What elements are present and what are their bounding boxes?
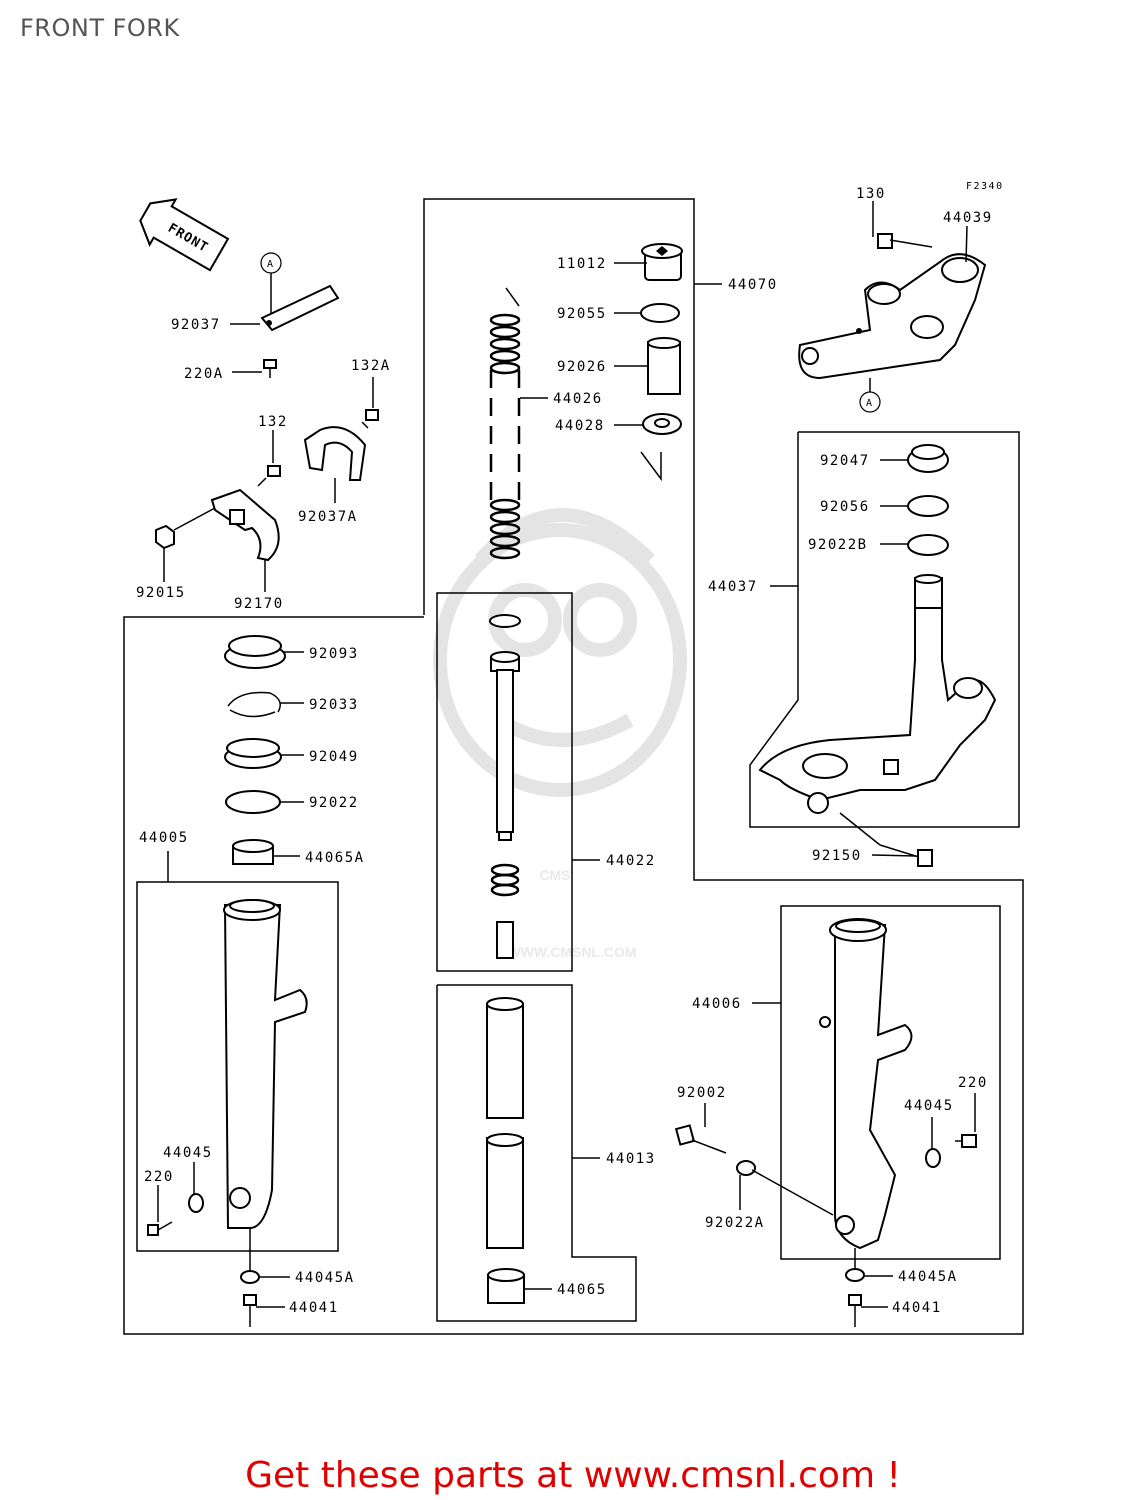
washer-92022a-icon — [736, 1160, 756, 1176]
damper-rod-icon — [489, 614, 521, 959]
ref-mark-a-right: A — [859, 391, 881, 413]
figure-code: F2340 — [966, 181, 1004, 192]
part-label-92033: 92033 — [309, 697, 359, 713]
front-direction-arrow-icon: FRONT — [139, 198, 230, 272]
fork-spring-icon — [489, 313, 521, 560]
part-labels: 130 44039 11012 44070 92055 92026 44026 … — [136, 186, 993, 1316]
stopper-ring-icon — [227, 691, 281, 718]
part-label-44065a: 44065A — [305, 850, 365, 866]
part-label-92015: 92015 — [136, 585, 186, 601]
part-label-92037a: 92037A — [298, 509, 358, 525]
bolt-44041-left-icon — [243, 1294, 257, 1327]
watermark-mascot-icon — [433, 508, 687, 797]
part-label-44005: 44005 — [139, 830, 189, 846]
part-label-132a: 132A — [351, 358, 391, 374]
part-label-132: 132 — [258, 414, 288, 430]
group-box-steering-stem — [749, 431, 1020, 828]
group-box-right-outer-tube — [780, 905, 1001, 1260]
group-box-inner-tube — [436, 984, 637, 1322]
fork-cap-bolt-icon — [641, 243, 683, 281]
watermark: CMS WWW.CMSNL.COM — [433, 508, 687, 960]
part-label-92002: 92002 — [677, 1085, 727, 1101]
stem-bearing-icon — [907, 534, 949, 556]
screw-132a-icon — [361, 409, 379, 429]
right-outer-tube-icon — [819, 918, 913, 1250]
part-label-92049: 92049 — [309, 749, 359, 765]
front-fork-exploded-diagram: CMS WWW.CMSNL.COM FRONT F2340 A — [123, 181, 1024, 1335]
leader-lines — [167, 262, 917, 1308]
inner-tube-icon — [486, 997, 524, 1249]
svg-text:A: A — [866, 398, 874, 409]
part-label-44041-right: 44041 — [892, 1300, 942, 1316]
dust-seal-icon — [224, 635, 286, 669]
part-label-44022: 44022 — [606, 853, 656, 869]
group-outline-main — [123, 198, 1024, 1335]
left-outer-tube-icon — [223, 899, 308, 1229]
part-label-44006: 44006 — [692, 996, 742, 1012]
part-label-92022a: 92022A — [705, 1215, 765, 1231]
washer-44045-right-icon — [925, 1148, 941, 1168]
bracket-92037-icon — [260, 284, 340, 332]
part-label-220-right: 220 — [958, 1075, 988, 1091]
part-label-130: 130 — [856, 186, 886, 202]
part-label-44045a-left: 44045A — [295, 1270, 355, 1286]
spring-seat-icon — [642, 413, 682, 435]
clamp-92170-icon — [210, 488, 280, 562]
watermark-logo: CMS — [539, 867, 570, 883]
part-label-92026: 92026 — [557, 359, 607, 375]
oil-seal-icon — [224, 738, 282, 769]
group-box-damper-rod — [436, 592, 573, 972]
part-label-92022b: 92022B — [808, 537, 868, 553]
clamp-92037a-icon — [303, 426, 367, 481]
screw-220-right-icon — [955, 1134, 977, 1148]
part-label-220-left: 220 — [144, 1169, 174, 1185]
part-label-44028: 44028 — [555, 418, 605, 434]
part-label-44037: 44037 — [708, 579, 758, 595]
part-label-44070: 44070 — [728, 277, 778, 293]
footer-promo-link[interactable]: Get these parts at www.cmsnl.com ! — [245, 1455, 901, 1496]
part-label-92055: 92055 — [557, 306, 607, 322]
part-label-92022: 92022 — [309, 795, 359, 811]
nut-92015-icon — [155, 507, 216, 550]
part-label-44045-right: 44045 — [904, 1098, 954, 1114]
ref-mark-a-left: A — [260, 252, 282, 274]
part-label-92150: 92150 — [812, 848, 862, 864]
part-label-11012: 11012 — [557, 256, 607, 272]
guide-bushing-icon — [487, 1268, 525, 1304]
stem-washer-icon — [907, 495, 949, 517]
part-label-44041-left: 44041 — [289, 1300, 339, 1316]
part-label-92056: 92056 — [820, 499, 870, 515]
part-label-44045-left: 44045 — [163, 1145, 213, 1161]
bolt-44041-right-icon — [848, 1294, 862, 1327]
screw-220-left-icon — [147, 1221, 173, 1236]
washer-92022-icon — [225, 790, 281, 814]
guide-bushing-a-icon — [232, 839, 274, 865]
svg-text:A: A — [267, 259, 275, 270]
part-label-92170: 92170 — [234, 596, 284, 612]
part-label-44065: 44065 — [557, 1282, 607, 1298]
o-ring-icon — [640, 303, 680, 323]
part-label-44026: 44026 — [553, 391, 603, 407]
steering-stem-icon — [758, 574, 997, 814]
bolt-92002-icon — [674, 1124, 727, 1154]
stem-cap-icon — [907, 444, 949, 473]
part-label-44045a-right: 44045A — [898, 1269, 958, 1285]
part-label-44013: 44013 — [606, 1151, 656, 1167]
part-label-44039: 44039 — [943, 210, 993, 226]
upper-triple-clamp — [798, 253, 987, 380]
group-box-left-outer-tube — [136, 881, 339, 1252]
part-label-220a: 220A — [184, 366, 224, 382]
spacer-tube-icon — [647, 337, 681, 395]
screw-132-icon — [257, 465, 281, 487]
part-label-92093: 92093 — [309, 646, 359, 662]
part-label-92037: 92037 — [171, 317, 221, 333]
page-title: FRONT FORK — [20, 14, 180, 42]
gasket-44045a-left-icon — [240, 1270, 260, 1284]
part-label-92047: 92047 — [820, 453, 870, 469]
washer-44045-left-icon — [188, 1193, 204, 1213]
bolt-130-icon — [877, 233, 933, 249]
gasket-44045a-right-icon — [845, 1268, 865, 1282]
screw-220a-icon — [263, 359, 277, 378]
